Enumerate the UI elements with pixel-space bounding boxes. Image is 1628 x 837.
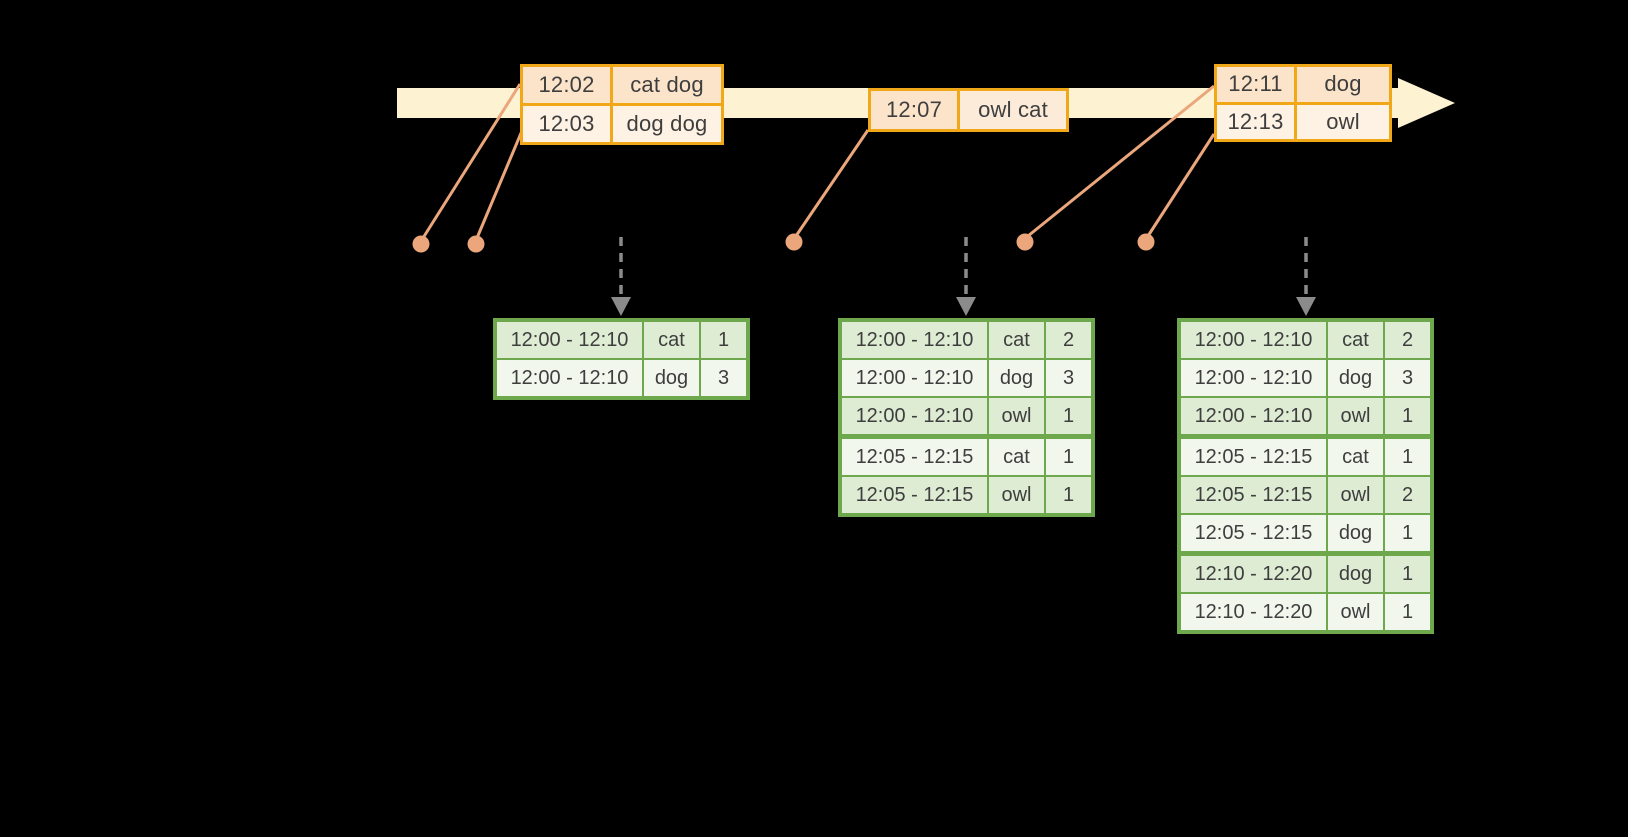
event-words-cell: owl cat <box>960 91 1066 129</box>
connector-line-1202 <box>421 83 522 239</box>
event-time-cell: 12:13 <box>1217 104 1294 139</box>
word-cell: cat <box>1328 322 1383 358</box>
event-time-dots <box>412 233 1155 253</box>
word-cell: dog <box>1328 360 1383 396</box>
word-cell: owl <box>1328 398 1383 434</box>
word-cell: owl <box>989 477 1044 513</box>
count-cell: 1 <box>1385 594 1430 630</box>
window-cell: 12:00 - 12:10 <box>842 322 987 358</box>
connector-line-1203 <box>475 125 526 239</box>
count-cell: 3 <box>1385 360 1430 396</box>
trigger-arrowhead-icon <box>956 297 976 316</box>
word-cell: cat <box>644 322 699 358</box>
count-cell: 1 <box>1385 398 1430 434</box>
count-cell: 2 <box>1385 477 1430 513</box>
event-time-cell: 12:07 <box>871 91 957 129</box>
word-cell: owl <box>1328 594 1383 630</box>
word-cell: cat <box>989 439 1044 475</box>
event-dot-1203 <box>467 235 485 253</box>
word-cell: dog <box>989 360 1044 396</box>
count-cell: 3 <box>1046 360 1091 396</box>
count-cell: 1 <box>1385 556 1430 592</box>
event-time-cell: 12:11 <box>1217 67 1294 102</box>
count-cell: 1 <box>1385 439 1430 475</box>
word-cell: owl <box>989 398 1044 434</box>
trigger-arrowheads <box>611 297 1316 316</box>
trigger-arrowhead-icon <box>611 297 631 316</box>
count-cell: 2 <box>1046 322 1091 358</box>
event-box-1: 12:02 cat dog 12:03 dog dog <box>520 64 724 145</box>
window-cell: 12:00 - 12:10 <box>1181 398 1326 434</box>
word-cell: cat <box>989 322 1044 358</box>
word-cell: dog <box>1328 556 1383 592</box>
window-cell: 12:05 - 12:15 <box>1181 515 1326 551</box>
event-connectors <box>421 83 1216 239</box>
word-cell: dog <box>644 360 699 396</box>
event-words-cell: dog dog <box>613 106 721 142</box>
window-cell: 12:00 - 12:10 <box>842 398 987 434</box>
trigger-arrows <box>619 237 1308 299</box>
count-cell: 1 <box>1385 515 1430 551</box>
connector-line-1207 <box>794 129 870 237</box>
event-box-2: 12:07 owl cat <box>868 88 1069 132</box>
event-box-3: 12:11 dog 12:13 owl <box>1214 64 1392 142</box>
count-cell: 1 <box>1046 477 1091 513</box>
event-words-cell: owl <box>1297 104 1389 139</box>
count-cell: 3 <box>701 360 746 396</box>
event-time-cell: 12:02 <box>523 67 610 103</box>
window-cell: 12:10 - 12:20 <box>1181 594 1326 630</box>
trigger-arrowhead-icon <box>1296 297 1316 316</box>
event-words-cell: cat dog <box>613 67 721 103</box>
window-cell: 12:05 - 12:15 <box>1181 477 1326 513</box>
word-cell: owl <box>1328 477 1383 513</box>
event-row: 12:02 cat dog <box>523 67 721 103</box>
event-dot-1211 <box>1016 233 1034 251</box>
count-cell: 1 <box>1046 439 1091 475</box>
window-cell: 12:05 - 12:15 <box>842 439 987 475</box>
count-cell: 1 <box>701 322 746 358</box>
event-row: 12:11 dog <box>1217 67 1389 102</box>
event-time-cell: 12:03 <box>523 106 610 142</box>
event-row: 12:07 owl cat <box>871 91 1066 129</box>
event-dot-1207 <box>785 233 803 251</box>
window-cell: 12:00 - 12:10 <box>1181 322 1326 358</box>
event-dot-1202 <box>412 235 430 253</box>
window-cell: 12:10 - 12:20 <box>1181 556 1326 592</box>
connector-line-1211 <box>1027 84 1215 238</box>
event-dot-1213 <box>1137 233 1155 251</box>
word-cell: dog <box>1328 515 1383 551</box>
window-cell: 12:05 - 12:15 <box>1181 439 1326 475</box>
count-cell: 2 <box>1385 322 1430 358</box>
event-row: 12:13 owl <box>1217 104 1389 139</box>
event-words-cell: dog <box>1297 67 1389 102</box>
window-cell: 12:05 - 12:15 <box>842 477 987 513</box>
connector-line-1213 <box>1146 133 1216 237</box>
window-cell: 12:00 - 12:10 <box>497 322 642 358</box>
word-cell: cat <box>1328 439 1383 475</box>
count-cell: 1 <box>1046 398 1091 434</box>
event-row: 12:03 dog dog <box>523 106 721 142</box>
window-cell: 12:00 - 12:10 <box>497 360 642 396</box>
window-cell: 12:00 - 12:10 <box>842 360 987 396</box>
window-cell: 12:00 - 12:10 <box>1181 360 1326 396</box>
